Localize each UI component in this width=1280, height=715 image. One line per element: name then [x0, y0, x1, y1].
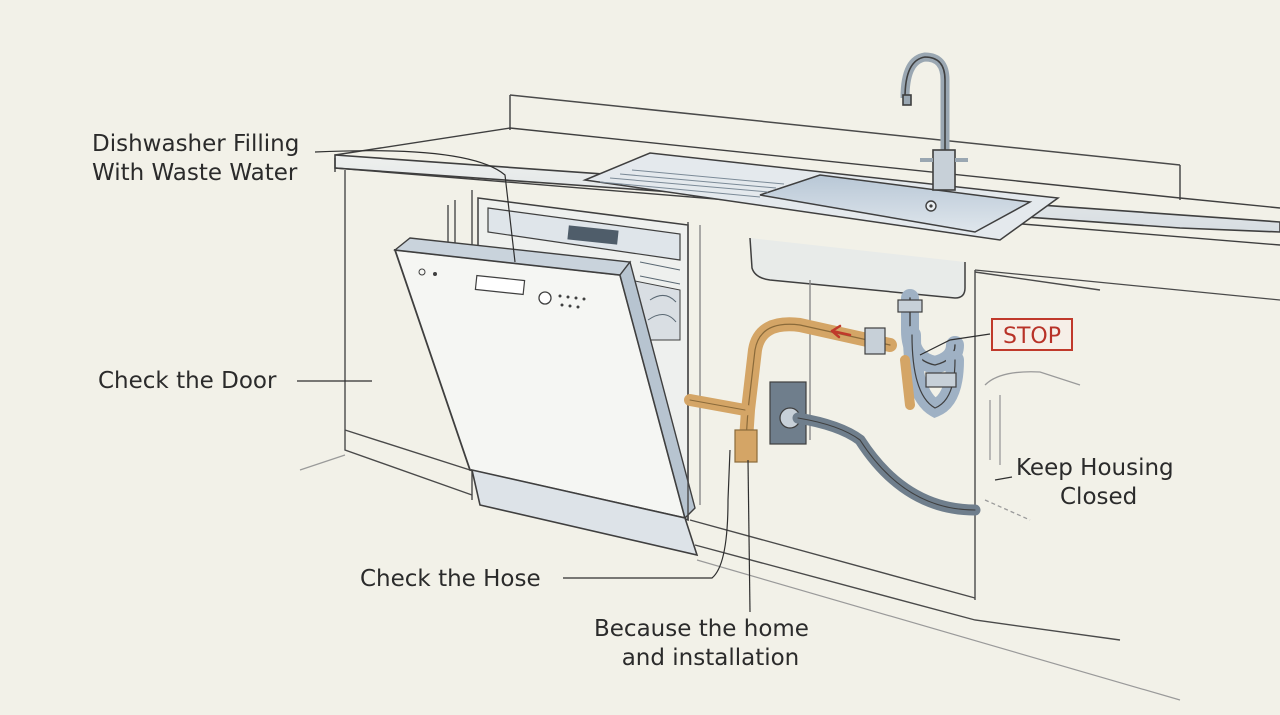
label-because-home-line1: Because the home	[594, 616, 809, 642]
label-check-hose-text: Check the Hose	[360, 566, 541, 592]
label-keep-housing-line1: Keep Housing	[1016, 455, 1174, 481]
label-because-home: Because the home and installation	[594, 615, 809, 673]
label-keep-housing: Keep Housing Closed	[1016, 454, 1174, 512]
sink	[582, 152, 1061, 299]
right-cabinet	[974, 269, 1280, 521]
label-because-home-line2: and installation	[621, 645, 800, 671]
backsplash-wall	[509, 94, 1181, 200]
floor-line	[299, 454, 1181, 701]
label-dishwasher-filling-line2: With Waste Water	[92, 160, 298, 186]
dishwasher-door	[393, 237, 699, 557]
label-check-door: Check the Door	[98, 367, 276, 396]
dishwasher-control-knob-icon	[538, 291, 552, 305]
stop-tag: STOP	[991, 318, 1073, 351]
label-check-door-text: Check the Door	[98, 368, 277, 394]
leader-lines	[297, 150, 1013, 613]
label-check-hose: Check the Hose	[360, 565, 541, 594]
under-sink-cabinet	[687, 222, 1121, 641]
stop-tag-text: STOP	[1003, 324, 1061, 349]
label-keep-housing-line2: Closed	[1060, 484, 1138, 510]
supply-hose	[769, 381, 981, 516]
faucet-icon	[900, 52, 968, 191]
label-dishwasher-filling: Dishwasher Filling With Waste Water	[92, 130, 299, 188]
label-dishwasher-filling-line1: Dishwasher Filling	[92, 131, 300, 157]
p-trap	[897, 289, 964, 418]
drain-pipe	[684, 317, 915, 463]
